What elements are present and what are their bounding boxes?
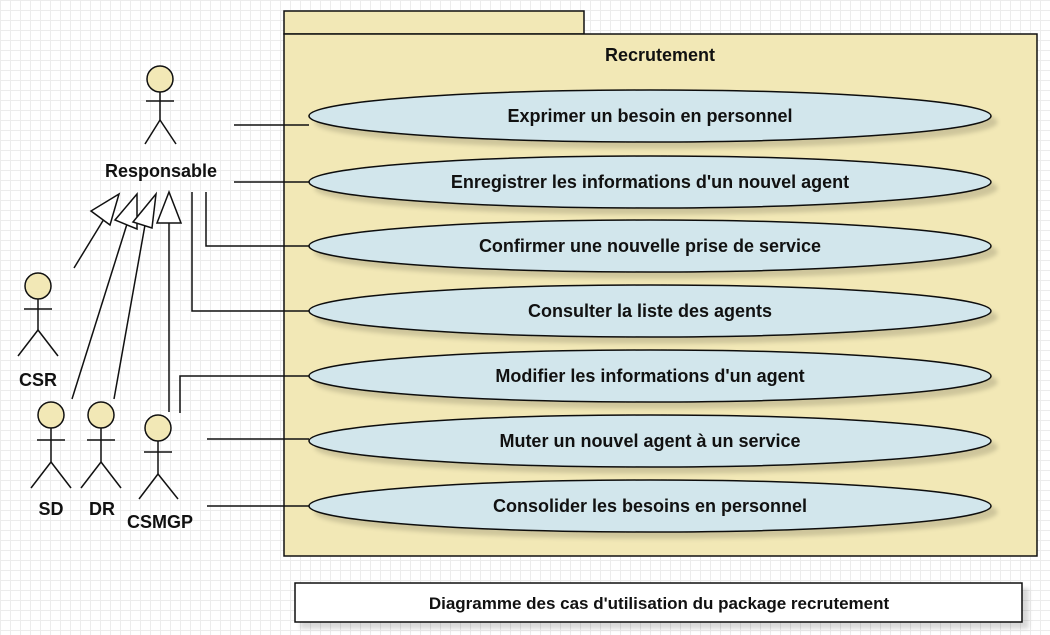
- generalization-dr: [113, 224, 146, 400]
- use-case-ellipse: [308, 89, 992, 143]
- caption-text: Diagramme des cas d'utilisation du packa…: [429, 594, 890, 613]
- actor-head: [24, 272, 52, 300]
- use-case-label: Enregistrer les informations d'un nouvel…: [451, 172, 849, 192]
- generalizations: [71, 218, 170, 412]
- use-case-label: Consolider les besoins en personnel: [493, 496, 807, 516]
- actor-head: [37, 401, 65, 429]
- use-case-3[interactable]: Confirmer une nouvelle prise de service: [308, 219, 992, 273]
- generalization-sd: [71, 223, 128, 400]
- actor-responsable[interactable]: [144, 65, 177, 145]
- actor-dr[interactable]: [80, 401, 122, 489]
- package-title: Recrutement: [605, 45, 715, 65]
- use-case-label: Confirmer une nouvelle prise de service: [479, 236, 821, 256]
- use-case-label: Muter un nouvel agent à un service: [499, 431, 800, 451]
- arrowhead-dr: [131, 191, 158, 229]
- use-case-5[interactable]: Modifier les informations d'un agent: [308, 349, 992, 403]
- actor-head: [146, 65, 174, 93]
- actor-label-dr: DR: [89, 499, 115, 519]
- use-case-ellipse: [308, 414, 992, 468]
- actor-label-csr: CSR: [19, 370, 57, 390]
- use-case-label: Consulter la liste des agents: [528, 301, 772, 321]
- diagram-caption: Diagramme des cas d'utilisation du packa…: [294, 582, 1023, 623]
- package-tab: [283, 10, 585, 35]
- caption-box: [294, 582, 1023, 623]
- actor-csr[interactable]: [17, 272, 59, 357]
- association-csmgp-uc5: [179, 375, 309, 413]
- actor-label-sd: SD: [38, 499, 63, 519]
- generalization-csr: [73, 218, 105, 269]
- association-responsable-uc3: [205, 192, 309, 247]
- use-case-7[interactable]: Consolider les besoins en personnel: [308, 479, 992, 533]
- actor-head: [87, 401, 115, 429]
- use-case-1[interactable]: Exprimer un besoin en personnel: [308, 89, 992, 143]
- arrowhead-sd: [113, 191, 138, 231]
- arrowhead-csmgp: [155, 189, 183, 224]
- use-case-2[interactable]: Enregistrer les informations d'un nouvel…: [308, 155, 992, 209]
- actor-csmgp[interactable]: [138, 414, 179, 500]
- actor-label-responsable: Responsable: [105, 161, 217, 181]
- use-case-label: Exprimer un besoin en personnel: [507, 106, 792, 126]
- use-case-4[interactable]: Consulter la liste des agents: [308, 284, 992, 338]
- use-case-6[interactable]: Muter un nouvel agent à un service: [308, 414, 992, 468]
- actor-head: [144, 414, 172, 442]
- associations: [179, 124, 309, 507]
- arrowhead-csr: [89, 192, 121, 227]
- actor-sd[interactable]: [30, 401, 72, 489]
- generalization-arrowheads: [89, 189, 183, 231]
- association-responsable-uc4: [191, 192, 309, 312]
- actor-label-csmgp: CSMGP: [127, 512, 193, 532]
- use-case-label: Modifier les informations d'un agent: [495, 366, 804, 386]
